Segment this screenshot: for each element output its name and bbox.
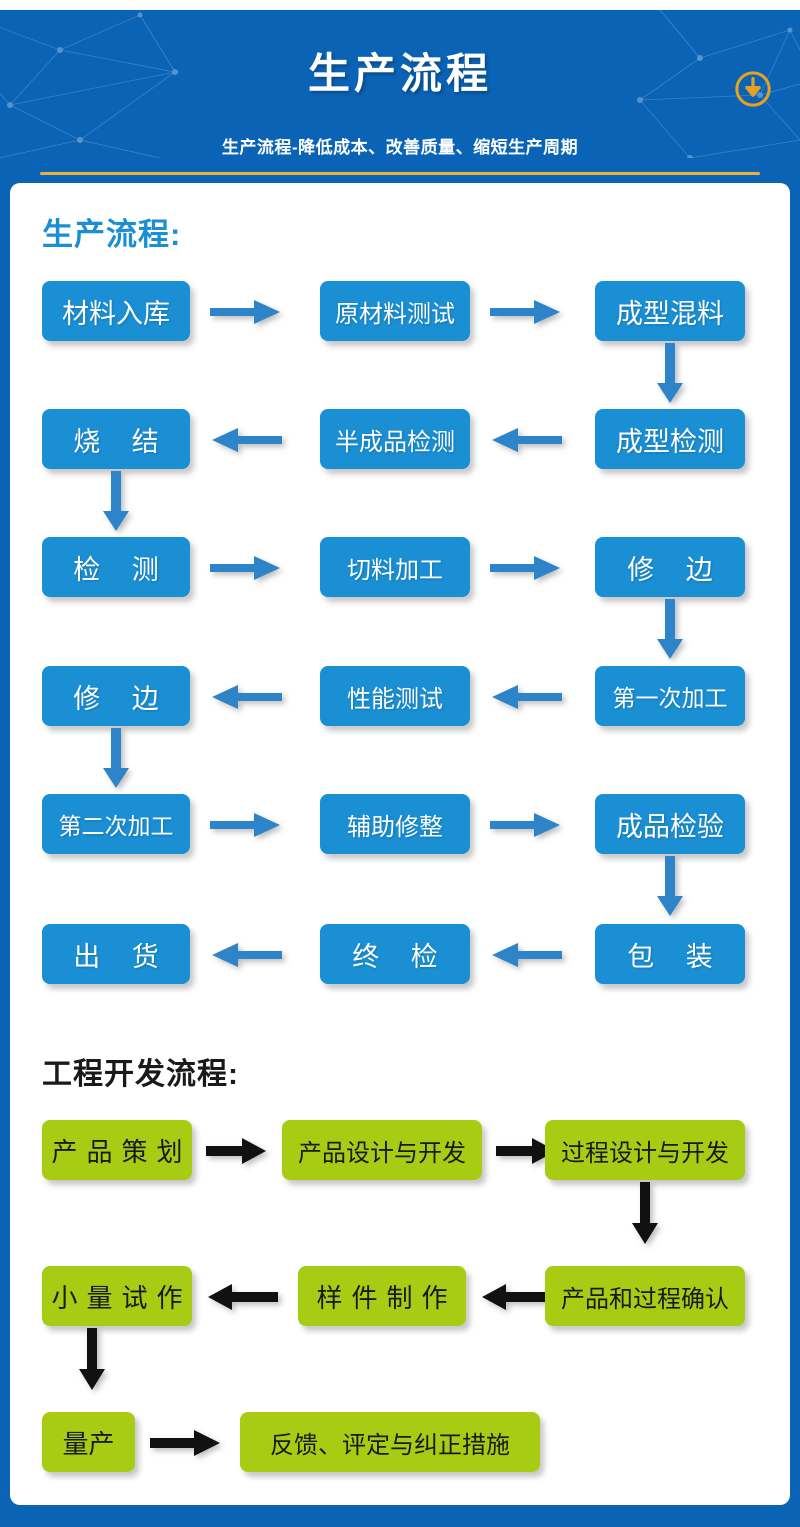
page-header: 生产流程 生产流程-降低成本、改善质量、缩短生产周期 — [0, 10, 800, 158]
header-divider — [40, 172, 760, 175]
arrow-right-engineering-2-0 — [150, 1429, 222, 1457]
arrow-left-production-1-0 — [210, 426, 282, 454]
node-engineering-1-0[interactable]: 小量试作 — [42, 1266, 192, 1326]
arrow-right-production-2-0 — [210, 554, 282, 582]
arrow-left-production-5-1 — [490, 941, 562, 969]
node-label: 修 边 — [73, 683, 171, 714]
node-label: 产品和过程确认 — [561, 1285, 729, 1313]
node-production-3-2[interactable]: 第一次加工 — [595, 666, 745, 726]
node-label: 包 装 — [627, 941, 725, 972]
arrow-left-engineering-1-0 — [206, 1283, 278, 1311]
node-engineering-2-0[interactable]: 量产 — [42, 1412, 135, 1472]
node-label: 终 检 — [352, 941, 450, 972]
node-label: 样件制作 — [316, 1282, 457, 1313]
node-label: 辅助修整 — [347, 813, 443, 841]
node-label: 产品设计与开发 — [298, 1139, 466, 1167]
network-pattern-decoration — [0, 10, 800, 158]
arrow-left-production-1-1 — [490, 426, 562, 454]
node-label: 材料入库 — [62, 298, 170, 329]
node-label: 原材料测试 — [335, 300, 455, 328]
node-engineering-0-1[interactable]: 产品设计与开发 — [282, 1120, 482, 1180]
download-circle-icon[interactable] — [734, 70, 772, 108]
node-label: 第二次加工 — [58, 813, 174, 839]
node-production-2-2[interactable]: 修 边 — [595, 537, 745, 597]
arrow-right-engineering-0-0 — [206, 1137, 268, 1165]
page-title: 生产流程 — [307, 50, 492, 97]
node-label: 烧 结 — [73, 426, 171, 457]
node-label: 反馈、评定与纠正措施 — [270, 1431, 510, 1459]
arrow-right-production-0-1 — [490, 298, 562, 326]
node-engineering-1-1[interactable]: 样件制作 — [298, 1266, 466, 1326]
node-label: 出 货 — [73, 941, 171, 972]
section-title-engineering: 工程开发流程: — [42, 1058, 239, 1091]
node-production-1-0[interactable]: 烧 结 — [42, 409, 190, 469]
arrow-down-engineering-1-0 — [78, 1328, 106, 1392]
node-engineering-2-1[interactable]: 反馈、评定与纠正措施 — [240, 1412, 540, 1472]
node-label: 量产 — [62, 1428, 115, 1459]
node-production-3-0[interactable]: 修 边 — [42, 666, 190, 726]
node-production-1-2[interactable]: 成型检测 — [595, 409, 745, 469]
node-label: 产品策划 — [51, 1136, 192, 1167]
node-label: 性能测试 — [347, 685, 443, 713]
arrow-down-production-4-2 — [656, 856, 684, 918]
node-production-4-0[interactable]: 第二次加工 — [42, 794, 190, 854]
node-label: 成型检测 — [616, 426, 724, 457]
node-production-5-1[interactable]: 终 检 — [320, 924, 470, 984]
section-title-production: 生产流程: — [42, 217, 182, 252]
page-subtitle: 生产流程-降低成本、改善质量、缩短生产周期 — [221, 138, 579, 157]
node-production-3-1[interactable]: 性能测试 — [320, 666, 470, 726]
arrow-right-production-0-0 — [210, 298, 282, 326]
node-production-0-1[interactable]: 原材料测试 — [320, 281, 470, 341]
arrow-left-production-5-0 — [210, 941, 282, 969]
node-production-4-1[interactable]: 辅助修整 — [320, 794, 470, 854]
arrow-left-production-3-0 — [210, 683, 282, 711]
arrow-right-production-2-1 — [490, 554, 562, 582]
node-production-5-2[interactable]: 包 装 — [595, 924, 745, 984]
node-label: 修 边 — [627, 554, 725, 585]
arrow-down-production-1-0 — [102, 471, 130, 533]
node-engineering-1-2[interactable]: 产品和过程确认 — [545, 1266, 745, 1326]
top-strip — [0, 0, 800, 10]
node-production-4-2[interactable]: 成品检验 — [595, 794, 745, 854]
node-label: 小量试作 — [51, 1282, 192, 1313]
arrow-down-engineering-0-2 — [631, 1182, 659, 1246]
arrow-down-production-2-2 — [656, 599, 684, 661]
node-production-0-2[interactable]: 成型混料 — [595, 281, 745, 341]
arrow-right-production-4-1 — [490, 811, 562, 839]
node-production-1-1[interactable]: 半成品检测 — [320, 409, 470, 469]
node-label: 检 测 — [73, 554, 171, 585]
node-label: 成型混料 — [616, 298, 724, 329]
arrow-left-production-3-1 — [490, 683, 562, 711]
node-engineering-0-2[interactable]: 过程设计与开发 — [545, 1120, 745, 1180]
node-label: 第一次加工 — [612, 685, 728, 711]
content-card: 生产流程: 材料入库 原材料测试 成型混料 烧 结 半成品检测 成型检测 检 测… — [10, 183, 790, 1505]
arrow-right-engineering-0-1 — [496, 1137, 558, 1165]
arrow-down-production-0-2 — [656, 343, 684, 405]
arrow-down-production-3-0 — [102, 728, 130, 790]
node-label: 切料加工 — [347, 556, 443, 584]
node-production-2-1[interactable]: 切料加工 — [320, 537, 470, 597]
node-label: 半成品检测 — [335, 428, 455, 456]
node-engineering-0-0[interactable]: 产品策划 — [42, 1120, 192, 1180]
node-label: 成品检验 — [616, 811, 724, 842]
arrow-left-engineering-1-1 — [480, 1283, 552, 1311]
node-production-5-0[interactable]: 出 货 — [42, 924, 190, 984]
node-production-0-0[interactable]: 材料入库 — [42, 281, 190, 341]
node-production-2-0[interactable]: 检 测 — [42, 537, 190, 597]
arrow-right-production-4-0 — [210, 811, 282, 839]
node-label: 过程设计与开发 — [561, 1139, 729, 1167]
